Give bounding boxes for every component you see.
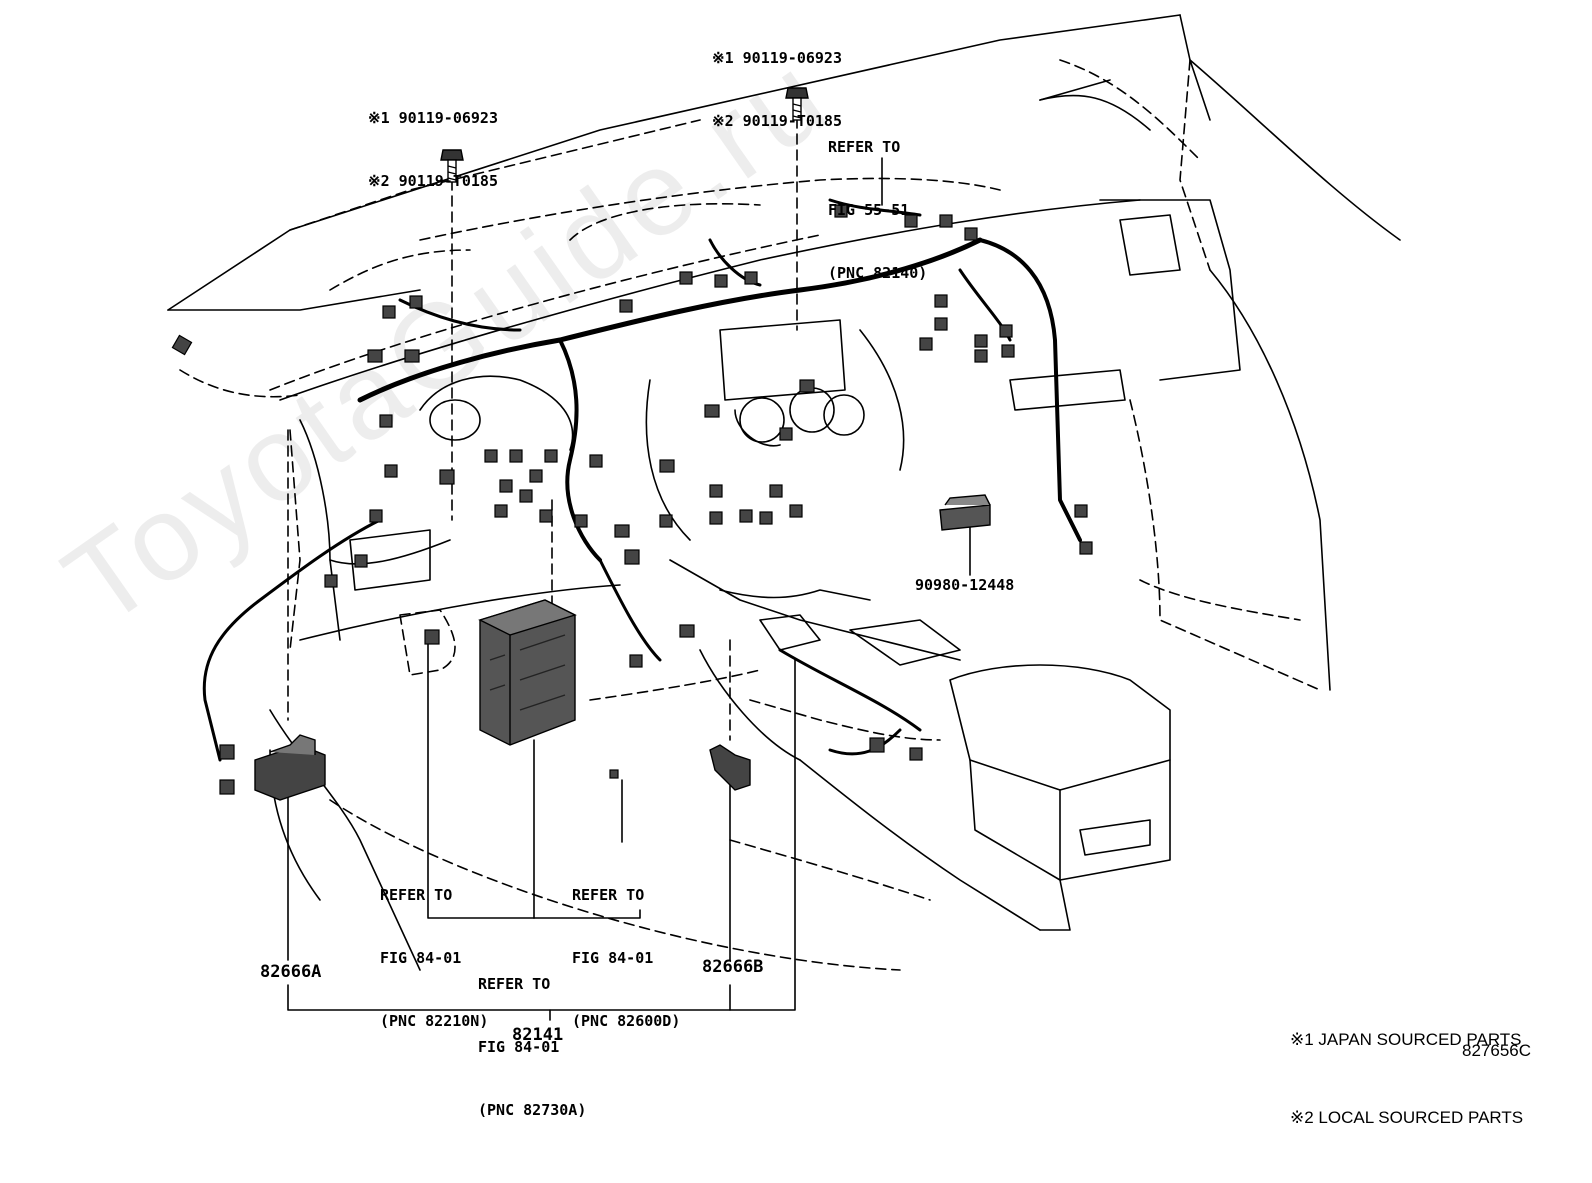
- windshield-outline: [167, 14, 1181, 311]
- bracket-82666B: [709, 744, 751, 791]
- callout-line: FIG 84-01: [572, 949, 654, 967]
- callout-line: FIG 84-01: [478, 1038, 560, 1056]
- legend-note-1: ※1 JAPAN SOURCED PARTS: [1290, 1030, 1522, 1049]
- main-harness: [357, 237, 983, 403]
- part-number-82666A: 82666A: [260, 962, 322, 982]
- callout-refer-55-51: REFER TO FIG 55-51 (PNC 82140): [828, 95, 927, 326]
- connector: [171, 334, 193, 356]
- junction-block: [478, 599, 577, 746]
- callout-refer-82600D: REFER TO FIG 84-01 (PNC 82600D): [572, 843, 680, 1074]
- callout-bolt-left: ※1 90119-06923 ※2 90119-T0185: [368, 66, 498, 234]
- armrest: [949, 664, 1171, 791]
- callout-line: REFER TO: [572, 886, 645, 904]
- bracket-82666A: [254, 734, 326, 801]
- callout-refer-82210N: REFER TO FIG 84-01 (PNC 82210N): [380, 843, 488, 1074]
- callout-line: REFER TO: [380, 886, 453, 904]
- callout-line: REFER TO: [478, 975, 551, 993]
- callout-line: FIG 55-51: [828, 201, 910, 219]
- callout-line: (PNC 82140): [828, 264, 928, 282]
- leader-82210N: [427, 639, 535, 919]
- callout-line: ※2 90119-T0185: [368, 172, 498, 190]
- bolt-right: [785, 87, 809, 121]
- bolt-left: [440, 149, 464, 183]
- legend: ※1 JAPAN SOURCED PARTS ※2 LOCAL SOURCED …: [1290, 975, 1523, 1183]
- callout-bolt-right: ※1 90119-06923 ※2 90119-T0185: [712, 6, 842, 174]
- callout-relay-part: 90980-12448: [915, 576, 1015, 594]
- center-console: [669, 559, 961, 661]
- part-number-82666B: 82666B: [702, 957, 764, 977]
- center-stack: [719, 319, 846, 401]
- part-number-82141: 82141: [512, 1025, 564, 1045]
- callout-line: (PNC 82600D): [572, 1012, 681, 1030]
- leader-82141: [287, 659, 796, 1011]
- a-pillar-right: [1189, 59, 1401, 241]
- wiring-diagram: [167, 14, 1401, 1021]
- callout-refer-82730A: REFER TO FIG 84-01 (PNC 82730A): [478, 932, 586, 1163]
- callout-line: ※1 90119-06923: [712, 49, 842, 67]
- callout-line: ※1 90119-06923: [368, 109, 498, 127]
- callout-line: (PNC 82730A): [478, 1101, 587, 1119]
- callout-line: (PNC 82210N): [380, 1012, 489, 1030]
- steering-column: [419, 375, 574, 451]
- callout-line: ※2 90119-T0185: [712, 112, 842, 130]
- diagram-stage: ToyotaGuide.ru: [41, 6, 1532, 1127]
- callout-line: REFER TO: [828, 138, 901, 156]
- callout-line: FIG 84-01: [380, 949, 462, 967]
- legend-note-2: ※2 LOCAL SOURCED PARTS: [1290, 1108, 1524, 1127]
- figure-id: 827656C: [1462, 1041, 1532, 1060]
- relay-connector: [939, 494, 991, 531]
